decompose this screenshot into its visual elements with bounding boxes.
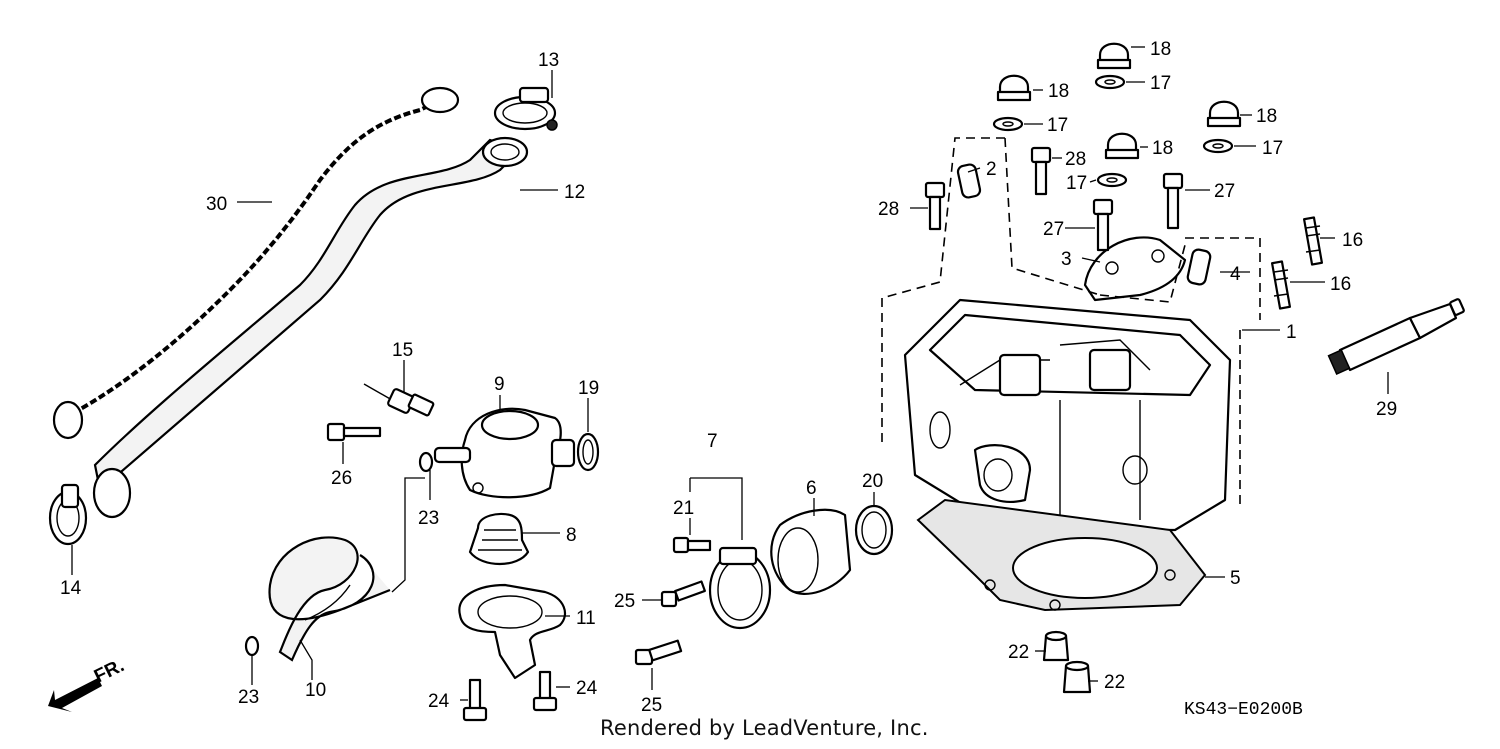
callout-20: 20 bbox=[862, 471, 883, 492]
callout-10: 10 bbox=[305, 680, 326, 701]
callout-17a: 17 bbox=[1150, 73, 1171, 94]
callout-23b: 23 bbox=[238, 687, 259, 708]
callout-4: 4 bbox=[1230, 264, 1241, 285]
hose-clip-part-23b[interactable] bbox=[244, 635, 260, 657]
diagram-code: KS43−E0200B bbox=[1184, 700, 1303, 720]
callout-17c: 17 bbox=[1262, 138, 1283, 159]
thermostat-cover-part-11[interactable] bbox=[458, 583, 567, 680]
callout-24b: 24 bbox=[576, 678, 598, 699]
callout-18d: 18 bbox=[1152, 138, 1173, 159]
corrugated-tube-part-30[interactable] bbox=[52, 86, 460, 440]
callout-12: 12 bbox=[564, 182, 585, 203]
callout-3: 3 bbox=[1061, 249, 1072, 270]
bolt-part-27b[interactable] bbox=[1162, 172, 1184, 230]
washer-part-17d[interactable] bbox=[1096, 172, 1128, 188]
callout-6: 6 bbox=[806, 478, 817, 499]
callout-11: 11 bbox=[576, 608, 596, 629]
o-ring-part-19[interactable] bbox=[576, 432, 600, 472]
cap-nut-part-18c[interactable] bbox=[1206, 100, 1242, 128]
callout-17d: 17 bbox=[1066, 173, 1087, 194]
cap-nut-part-18a[interactable] bbox=[1096, 42, 1132, 70]
washer-part-17b[interactable] bbox=[992, 116, 1024, 132]
valve-seal-part-22a[interactable] bbox=[1042, 630, 1070, 662]
cylinder-head-part-1[interactable] bbox=[903, 298, 1232, 532]
callout-labels: 1 2 3 4 5 6 7 8 9 10 11 12 13 14 15 16 1… bbox=[60, 39, 1397, 716]
bolt-part-21[interactable] bbox=[672, 536, 712, 554]
rocker-holder-part-3[interactable] bbox=[1083, 236, 1187, 302]
hose-clamp-part-14[interactable] bbox=[48, 483, 88, 546]
dowel-pin-part-2[interactable] bbox=[956, 163, 982, 199]
callout-29: 29 bbox=[1376, 399, 1397, 420]
callout-18c: 18 bbox=[1256, 106, 1277, 127]
stud-bolt-part-16a[interactable] bbox=[1302, 216, 1324, 266]
washer-part-17c[interactable] bbox=[1202, 138, 1234, 154]
callout-21: 21 bbox=[673, 498, 694, 519]
callout-16b: 16 bbox=[1330, 274, 1351, 295]
callout-8: 8 bbox=[566, 525, 577, 546]
callout-23a: 23 bbox=[418, 508, 439, 529]
callout-15: 15 bbox=[392, 340, 413, 361]
callout-25b: 25 bbox=[641, 695, 662, 716]
front-direction-arrow: FR. bbox=[48, 655, 128, 712]
bolt-part-25a[interactable] bbox=[660, 580, 706, 608]
callout-19: 19 bbox=[578, 378, 599, 399]
callout-27a: 27 bbox=[1214, 181, 1235, 202]
callout-28b: 28 bbox=[1065, 149, 1086, 170]
assembly-guide-lines bbox=[881, 137, 1261, 510]
callout-18b: 18 bbox=[1048, 81, 1069, 102]
cap-nut-part-18d[interactable] bbox=[1104, 132, 1140, 160]
bolt-part-24b[interactable] bbox=[532, 670, 558, 712]
bolt-part-24a[interactable] bbox=[462, 678, 488, 722]
hose-part-12[interactable] bbox=[92, 136, 529, 519]
thermostat-housing-part-9[interactable] bbox=[433, 407, 576, 499]
callout-16a: 16 bbox=[1342, 230, 1363, 251]
hose-clip-part-23a[interactable] bbox=[418, 451, 434, 473]
valve-seal-part-22b[interactable] bbox=[1062, 660, 1092, 694]
bolt-part-25b[interactable] bbox=[634, 639, 683, 666]
render-credit: Rendered by LeadVenture, Inc. bbox=[600, 716, 929, 740]
stud-bolt-part-16b[interactable] bbox=[1270, 260, 1292, 310]
bolt-part-26[interactable] bbox=[326, 422, 382, 442]
callout-24a: 24 bbox=[428, 691, 450, 712]
callout-27b: 27 bbox=[1043, 219, 1064, 240]
callout-18a: 18 bbox=[1150, 39, 1171, 60]
hose-clamp-part-13[interactable] bbox=[493, 86, 558, 131]
callout-2: 2 bbox=[986, 159, 997, 180]
bolt-part-28b[interactable] bbox=[1030, 146, 1052, 196]
callout-26: 26 bbox=[331, 468, 352, 489]
callout-22a: 22 bbox=[1008, 642, 1029, 663]
callout-14: 14 bbox=[60, 578, 82, 599]
intake-joint-part-6[interactable] bbox=[770, 508, 852, 595]
callout-13: 13 bbox=[538, 50, 559, 71]
o-ring-part-20[interactable] bbox=[854, 504, 894, 556]
callout-22b: 22 bbox=[1104, 672, 1125, 693]
bypass-hose-part-10[interactable] bbox=[268, 536, 391, 662]
callout-1: 1 bbox=[1286, 322, 1297, 343]
callout-28a: 28 bbox=[878, 199, 899, 220]
thermostat-part-8[interactable] bbox=[468, 512, 530, 565]
clamp-part-7[interactable] bbox=[708, 546, 772, 630]
head-gasket-part-5[interactable] bbox=[916, 498, 1207, 612]
callout-7: 7 bbox=[707, 431, 718, 452]
cap-nut-part-18b[interactable] bbox=[996, 74, 1032, 102]
dowel-pin-part-4[interactable] bbox=[1186, 248, 1212, 286]
bolt-part-28a[interactable] bbox=[924, 181, 946, 231]
callout-9: 9 bbox=[494, 374, 505, 395]
washer-part-17a[interactable] bbox=[1094, 74, 1126, 90]
leader-lines bbox=[71, 46, 1389, 701]
bolt-part-27a[interactable] bbox=[1092, 198, 1114, 252]
callout-5: 5 bbox=[1230, 568, 1241, 589]
temperature-sensor-part-15[interactable] bbox=[363, 383, 435, 417]
callout-30: 30 bbox=[206, 194, 227, 215]
spark-plug-part-29[interactable] bbox=[1327, 298, 1465, 375]
callout-17b: 17 bbox=[1047, 115, 1068, 136]
callout-25a: 25 bbox=[614, 591, 635, 612]
